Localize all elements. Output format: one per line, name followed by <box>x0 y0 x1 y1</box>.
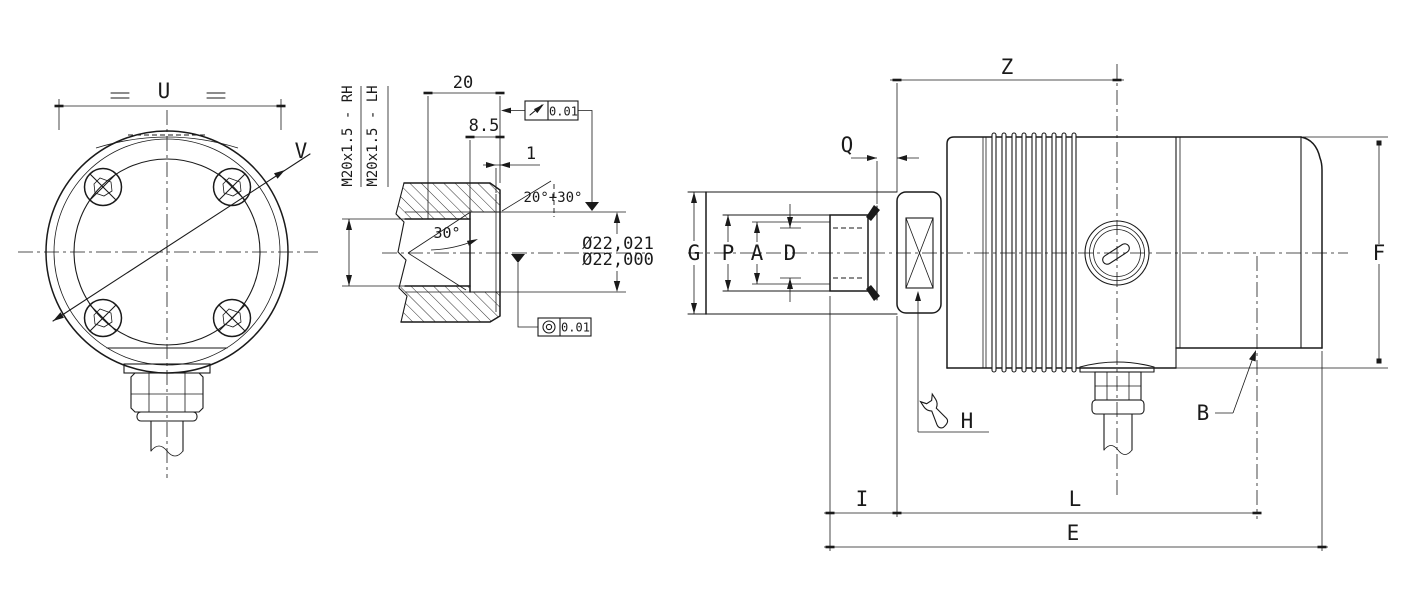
dim-label-1: 1 <box>526 144 536 164</box>
dim-g: G <box>688 192 701 314</box>
bolt <box>83 298 123 338</box>
bore-dia-min-label: Ø22,000 <box>582 250 654 270</box>
dim-label-20: 20 <box>453 73 473 93</box>
chamfer-angle-label: 30° <box>433 224 460 242</box>
dim-q: Q <box>841 133 919 204</box>
bolt <box>83 167 123 207</box>
dim-counterbore-depth: 8.5 <box>465 116 505 212</box>
spindle-nose <box>687 191 898 315</box>
concentricity-icon <box>542 320 556 334</box>
break-line <box>1103 445 1133 455</box>
seal-ring <box>866 285 880 301</box>
wrench-icon <box>919 392 949 429</box>
dim-label-g: G <box>688 241 701 265</box>
wrench-size-label: H <box>961 409 974 433</box>
bolt <box>212 167 252 207</box>
side-view: Z Q G P <box>687 55 1388 551</box>
datum-triangle <box>585 202 599 211</box>
thread-callout: M20x1.5 - RH M20x1.5 - LH <box>340 85 405 287</box>
runout-tolerance-value: 0.01 <box>549 105 578 119</box>
view-arrow-v: V <box>52 139 311 322</box>
rear-cap <box>1300 136 1323 349</box>
dim-a: A <box>751 222 764 284</box>
dim-thread-length: 20 <box>423 73 505 219</box>
bore-dia-callout: Ø22,021 Ø22,000 <box>582 212 654 292</box>
entry-angle-callout: 20°+30° <box>501 180 583 217</box>
symmetry-mark <box>206 92 226 99</box>
dim-label-z: Z <box>1001 55 1014 79</box>
dim-p: P <box>722 215 735 291</box>
dim-l: L <box>903 487 1262 515</box>
dim-label-q: Q <box>841 133 854 157</box>
dim-label-l: L <box>1069 487 1082 511</box>
dim-f: F <box>1373 140 1386 364</box>
dim-z: Z <box>890 55 1124 192</box>
wrench-callout: H <box>915 291 989 433</box>
concentricity-tolerance-value: 0.01 <box>561 321 590 335</box>
section-hatch <box>396 183 500 322</box>
motor-body <box>946 136 1388 369</box>
thread-label-lh: M20x1.5 - LH <box>365 85 381 186</box>
dim-relief: 1 <box>483 144 540 193</box>
dim-label-u: U <box>158 79 171 103</box>
chamfer-callout: 30° <box>407 212 478 291</box>
dim-label-a: A <box>751 241 764 265</box>
section-view: 30° M20x1.5 - RH M20x1.5 - LH 20 <box>340 73 654 337</box>
runout-icon <box>529 104 544 116</box>
dim-e: E <box>824 351 1328 551</box>
dim-label-d: D <box>784 241 797 265</box>
dim-u: U <box>54 79 286 130</box>
dim-i: I <box>824 296 903 551</box>
dim-label-f: F <box>1373 241 1386 265</box>
break-line <box>395 182 408 323</box>
cooling-fins <box>991 132 1077 373</box>
plug-slot <box>1102 243 1130 265</box>
front-view: U V <box>18 79 318 478</box>
bore-dia-max-label: Ø22,021 <box>582 234 654 254</box>
bottom-fitting <box>1079 361 1155 455</box>
runout-tolerance-frame: 0.01 <box>501 100 599 211</box>
dim-label-e: E <box>1067 521 1080 545</box>
entry-angle-label: 20°+30° <box>523 190 582 206</box>
bolt <box>212 298 252 338</box>
view-label-v: V <box>295 139 308 163</box>
symmetry-mark <box>110 92 130 99</box>
label-b: B <box>1197 401 1210 425</box>
datum-triangle <box>511 254 525 263</box>
concentricity-tolerance-frame: 0.01 <box>511 254 592 337</box>
seal-ring <box>866 205 880 221</box>
dim-d: D <box>780 204 801 302</box>
dim-label-i: I <box>856 487 869 511</box>
thread-label-rh: M20x1.5 - RH <box>340 85 356 186</box>
dim-label-8-5: 8.5 <box>469 116 500 136</box>
dim-label-p: P <box>722 241 735 265</box>
label-b-callout: B <box>1197 350 1256 425</box>
